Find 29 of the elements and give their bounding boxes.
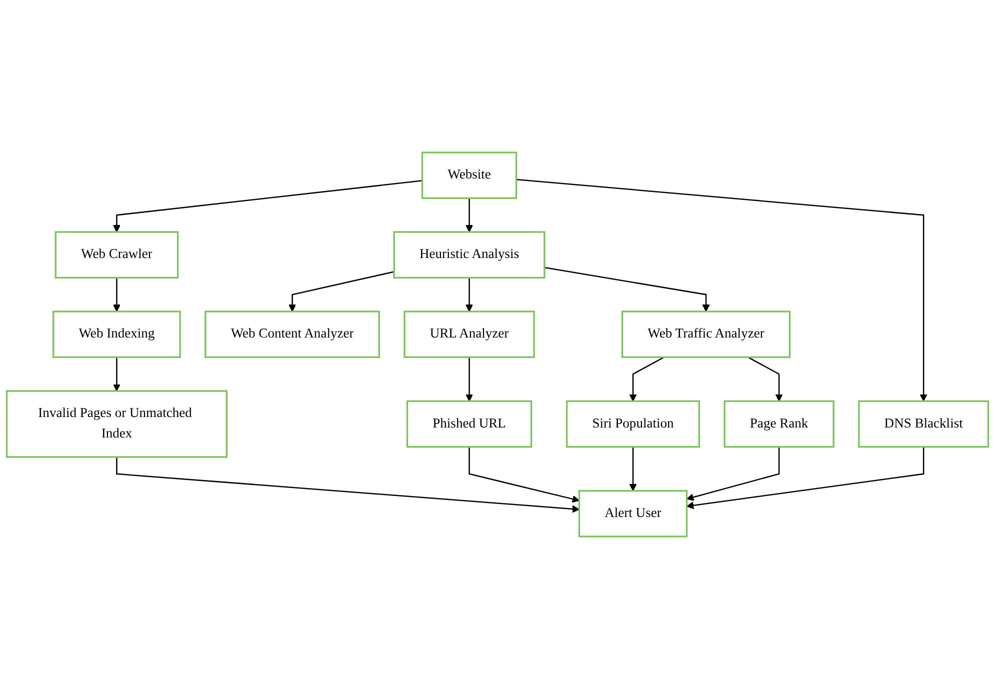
arrow bbox=[113, 357, 120, 392]
node-box: Heuristic Analysis bbox=[393, 231, 546, 279]
node-box: Siri Population bbox=[566, 400, 700, 448]
node-box: Invalid Pages or Unmatched Index bbox=[6, 390, 228, 458]
arrow bbox=[116, 457, 580, 513]
arrow bbox=[629, 356, 664, 402]
arrow bbox=[686, 446, 780, 501]
arrow bbox=[466, 198, 473, 232]
node-box: Web Traffic Analyzer bbox=[621, 310, 791, 358]
node-box: Web Indexing bbox=[52, 310, 181, 358]
node-box: Website bbox=[421, 152, 518, 200]
arrow bbox=[288, 271, 394, 312]
arrow bbox=[686, 446, 924, 510]
node-box: Page Rank bbox=[724, 400, 834, 448]
arrow bbox=[468, 446, 580, 503]
node-box: Web Crawler bbox=[54, 231, 179, 279]
node-box: DNS Blacklist bbox=[858, 400, 990, 448]
arrow bbox=[113, 278, 120, 312]
arrow bbox=[113, 180, 422, 232]
node-box: URL Analyzer bbox=[404, 310, 535, 358]
arrow bbox=[466, 357, 473, 402]
arrow bbox=[748, 356, 783, 402]
arrow bbox=[466, 278, 473, 312]
node-box: Web Content Analyzer bbox=[204, 310, 380, 358]
node-box: Phished URL bbox=[406, 400, 532, 448]
arrow bbox=[516, 178, 928, 402]
node-box: Alert User bbox=[578, 490, 688, 538]
arrow bbox=[629, 446, 637, 492]
arrow bbox=[544, 266, 710, 312]
